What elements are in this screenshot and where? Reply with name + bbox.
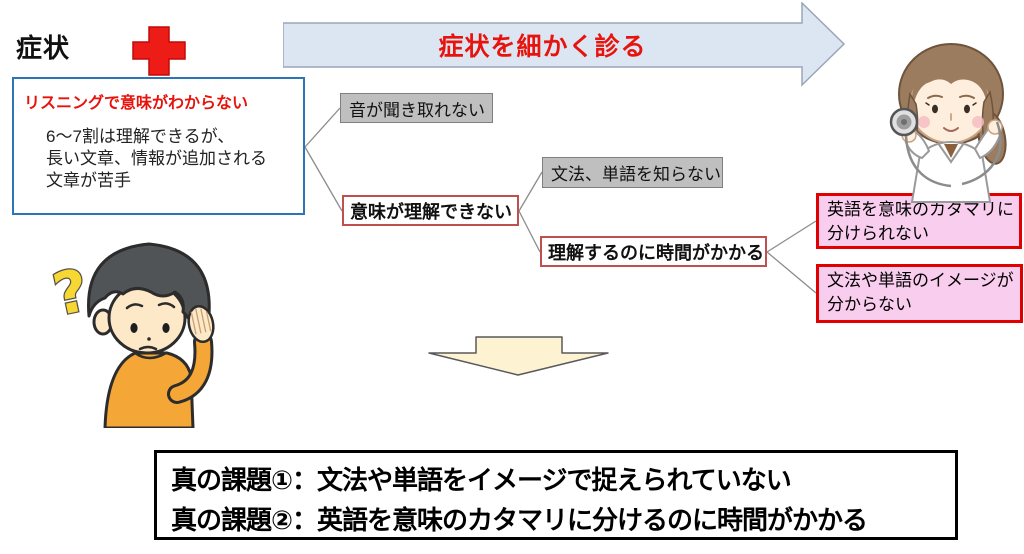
node-takes-time-to-understand: 理解するのに時間がかかる [540,236,767,267]
red-cross-icon [132,26,186,76]
conclusion-line-1: 真の課題①：文法や単語をイメージで捉えられていない [171,465,792,495]
conclusion-line-2: 真の課題②：英語を意味のカタマリに分けるのに時間がかかる [171,505,868,535]
node-no-image-of-grammar-vocab: 文法や単語のイメージが 分からない [816,264,1023,323]
node-unknown-grammar-vocab: 文法、単語を知らない [542,157,723,188]
svg-text:?: ? [47,256,94,330]
conclusion-box: 真の課題①：文法や単語をイメージで捉えられていない 真の課題②：英語を意味のカタ… [154,450,958,540]
doctor-illustration [889,43,1007,203]
image-line-1: 文法や単語のイメージが [827,271,1014,290]
chunk-line-2: 分けられない [827,224,929,243]
down-arrow-icon [428,336,609,376]
symptom-line-1: 6〜7割は理解できるが、 [46,127,235,146]
symptom-line-2: 長い文章、情報が追加される [46,149,267,168]
node-cannot-understand-meaning: 意味が理解できない [342,195,519,226]
chunk-line-1: 英語を意味のカタマリに [827,200,1014,219]
banner-right-arrow-icon [283,2,846,87]
page-title: 症状 [16,33,71,63]
symptom-line-3: 文章が苦手 [46,171,131,190]
image-line-2: 分からない [827,295,912,314]
symptom-heading: リスニングで意味がわからない [24,95,249,112]
node-cannot-hear-sounds: 音が聞き取れない [340,93,493,123]
banner-label: 症状を細かく診る [438,33,647,61]
symptom-box: リスニングで意味がわからない 6〜7割は理解できるが、 長い文章、情報が追加され… [12,77,305,215]
boy-listening-illustration: ? [46,242,215,428]
